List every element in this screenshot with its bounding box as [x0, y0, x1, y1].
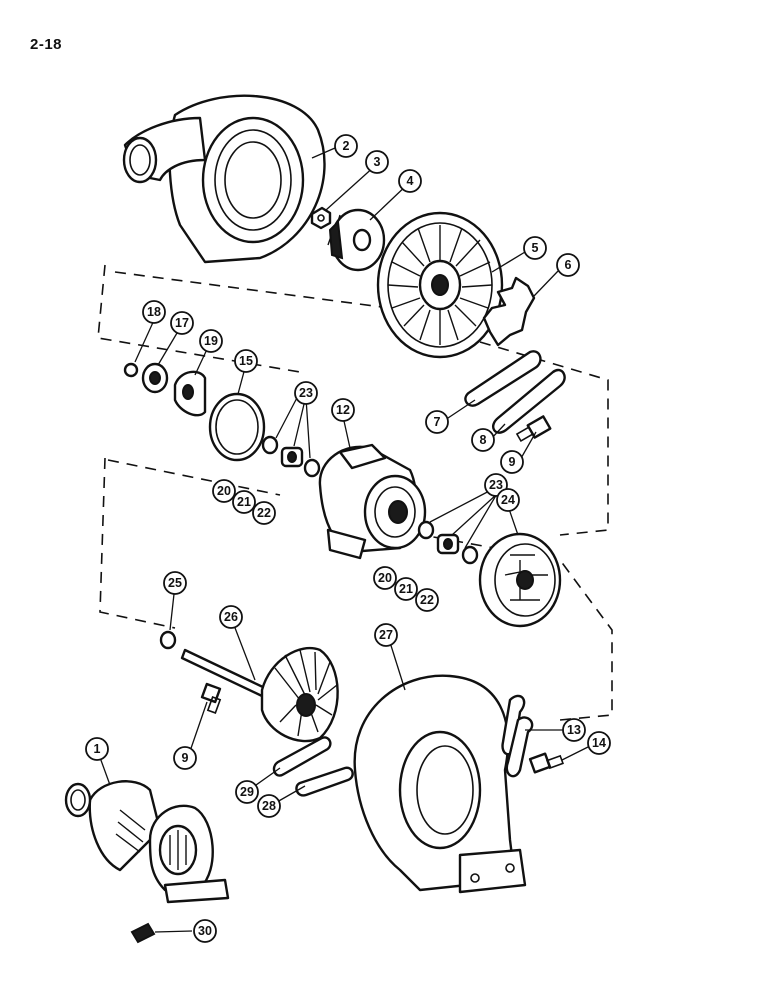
lock-plate-13b — [505, 716, 534, 778]
callout-3: 3 — [365, 150, 389, 174]
turbine-shaft-wheel-26 — [180, 647, 339, 743]
ring-23-a — [261, 435, 279, 455]
compressor-housing — [122, 94, 326, 264]
svg-text:27: 27 — [379, 628, 393, 642]
svg-text:6: 6 — [565, 258, 572, 272]
svg-text:12: 12 — [336, 403, 350, 417]
upper-group-dashed-outline — [97, 264, 609, 536]
svg-text:15: 15 — [239, 354, 253, 368]
callout-14: 14 — [587, 731, 611, 755]
bolt-14 — [528, 752, 564, 774]
svg-text:30: 30 — [198, 924, 212, 938]
compressor-backplate — [376, 211, 504, 359]
svg-text:8: 8 — [480, 433, 487, 447]
svg-text:21: 21 — [399, 582, 413, 596]
ring-23-c — [417, 520, 435, 540]
callout-17: 17 — [170, 311, 194, 335]
thrust-collar-17 — [141, 362, 169, 394]
svg-text:21: 21 — [237, 495, 251, 509]
svg-text:24: 24 — [501, 493, 515, 507]
page-number: 2-18 — [30, 36, 63, 53]
callout-15: 15 — [234, 349, 258, 373]
callout-2: 2 — [334, 134, 358, 158]
compressor-nut — [310, 206, 332, 230]
svg-text:7: 7 — [434, 415, 441, 429]
snap-ring-6 — [482, 276, 536, 347]
callout-21-lower: 21 — [394, 577, 418, 601]
svg-text:3: 3 — [374, 155, 381, 169]
thrust-bearing-19 — [173, 370, 207, 417]
lower-group-dashed-outline — [99, 457, 613, 721]
svg-text:22: 22 — [420, 593, 434, 607]
svg-text:28: 28 — [262, 799, 276, 813]
callout-21-upper: 21 — [232, 490, 256, 514]
callout-22-lower: 22 — [415, 588, 439, 612]
tag-30 — [130, 922, 156, 944]
ring-25 — [159, 630, 177, 650]
callout-18: 18 — [142, 300, 166, 324]
callout-12: 12 — [331, 398, 355, 422]
svg-text:20: 20 — [217, 484, 231, 498]
bearing-20-b — [436, 533, 460, 555]
heat-shroud-24 — [478, 532, 562, 628]
callout-28: 28 — [257, 794, 281, 818]
ring-18 — [123, 362, 139, 378]
callout-7: 7 — [425, 410, 449, 434]
svg-text:23: 23 — [489, 478, 503, 492]
callout-5: 5 — [523, 236, 547, 260]
lock-plate-29 — [272, 736, 332, 777]
svg-text:26: 26 — [224, 610, 238, 624]
callout-9-lower: 9 — [173, 746, 197, 770]
callout-25: 25 — [163, 571, 187, 595]
svg-text:25: 25 — [168, 576, 182, 590]
callout-6: 6 — [556, 253, 580, 277]
bearing-20-a — [280, 446, 304, 468]
lock-plate-7 — [464, 350, 542, 407]
callout-8: 8 — [471, 428, 495, 452]
svg-text:20: 20 — [378, 571, 392, 585]
svg-text:5: 5 — [532, 241, 539, 255]
lock-plate-8 — [492, 368, 566, 434]
svg-text:29: 29 — [240, 785, 254, 799]
callout-9-upper: 9 — [500, 450, 524, 474]
svg-text:22: 22 — [257, 506, 271, 520]
lock-plate-28 — [295, 766, 354, 797]
turbocharger-assembly-1 — [64, 780, 230, 904]
svg-text:1: 1 — [94, 742, 101, 756]
bolt-9-lower — [200, 682, 222, 714]
callout-13: 13 — [562, 718, 586, 742]
center-bearing-housing-12 — [318, 443, 427, 560]
callout-4: 4 — [398, 169, 422, 193]
ring-23-b — [303, 458, 321, 478]
ring-23-d — [461, 545, 479, 565]
callout-20-lower: 20 — [373, 566, 397, 590]
svg-text:18: 18 — [147, 305, 161, 319]
callout-26: 26 — [219, 605, 243, 629]
callout-1: 1 — [85, 737, 109, 761]
svg-text:17: 17 — [175, 316, 189, 330]
svg-text:4: 4 — [407, 174, 414, 188]
callout-23-upper: 23 — [294, 381, 318, 405]
svg-text:14: 14 — [592, 736, 606, 750]
callout-27: 27 — [374, 623, 398, 647]
callout-19: 19 — [199, 329, 223, 353]
svg-text:2: 2 — [343, 139, 350, 153]
callout-29: 29 — [235, 780, 259, 804]
svg-text:9: 9 — [182, 751, 189, 765]
callout-30: 30 — [193, 919, 217, 943]
seal-ring-15 — [208, 392, 266, 462]
callout-22-upper: 22 — [252, 501, 276, 525]
compressor-wheel — [327, 208, 386, 272]
svg-text:9: 9 — [509, 455, 516, 469]
callout-24: 24 — [496, 488, 520, 512]
svg-text:13: 13 — [567, 723, 581, 737]
svg-text:23: 23 — [299, 386, 313, 400]
turbine-housing-27 — [353, 674, 527, 894]
svg-text:19: 19 — [204, 334, 218, 348]
callout-20-upper: 20 — [212, 479, 236, 503]
bolt-9-upper — [515, 415, 552, 443]
